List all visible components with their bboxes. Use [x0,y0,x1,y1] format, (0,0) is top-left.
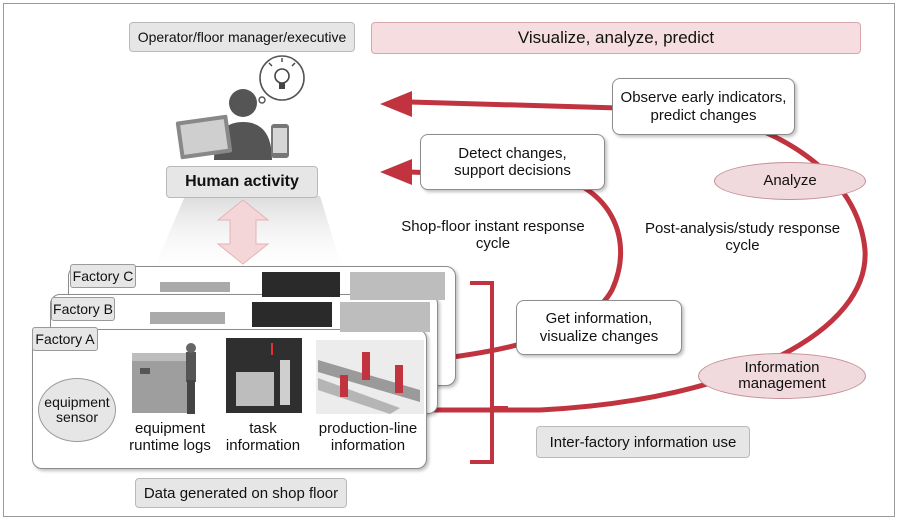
observe-line-2: predict changes [650,106,757,124]
banner-title: Visualize, analyze, predict [371,22,861,54]
production-line-1: production-line [318,420,418,437]
shop-floor-cycle-label: Shop-floor instant response cycle [388,218,598,253]
detect-box: Detect changes, support decisions [420,134,605,190]
shop-floor-line-1: Shop-floor instant response [401,218,585,235]
observe-line-1: Observe early indicators, [620,89,787,107]
double-arrow-icon [216,199,270,265]
equipment-sensor-ellipse: equipment sensor [38,378,116,442]
get-info-line-1: Get information, [545,310,653,328]
roles-label: Operator/floor manager/executive [129,22,355,52]
task-info-label: task information [214,420,312,455]
post-analysis-line-2: cycle [725,237,760,255]
factory-b-tab: Factory B [51,297,115,321]
shop-floor-line-2: cycle [475,235,511,253]
info-mgmt-line-2: management [738,375,826,392]
outer-arrowhead [380,91,412,117]
lightbulb-icon [258,55,305,104]
get-info-line-2: visualize changes [539,327,659,345]
diagram-frame [3,3,895,517]
runtime-line-2: runtime logs [129,437,211,455]
sensor-line-2: sensor [55,409,99,425]
production-line-label: production-line information [306,420,430,455]
task-line-1: task [249,420,277,437]
factory-bracket [470,281,508,464]
equipment-runtime-label: equipment runtime logs [118,420,222,455]
human-activity-label: Human activity [166,166,318,198]
analyze-ellipse: Analyze [714,162,866,200]
get-info-box: Get information, visualize changes [516,300,682,355]
task-line-2: information [225,437,301,455]
info-management-ellipse: Information management [698,353,866,399]
info-mgmt-line-1: Information [744,358,820,376]
person-icon [175,89,289,160]
inner-arrowhead [380,159,412,185]
inter-factory-label: Inter-factory information use [536,426,750,458]
observe-box: Observe early indicators, predict change… [612,78,795,135]
shop-floor-data-label: Data generated on shop floor [135,478,347,508]
factory-c-tab: Factory C [70,264,136,288]
shop-floor-cycle-arrow [409,169,624,363]
post-analysis-line-1: Post-analysis/study response [644,220,841,237]
factory-a-tab: Factory A [32,327,98,351]
post-analysis-cycle-label: Post-analysis/study response cycle [635,220,850,255]
production-line-2: information [330,437,406,455]
runtime-line-1: equipment [134,420,206,437]
detect-line-1: Detect changes, [458,144,567,162]
detect-line-2: support decisions [454,162,571,179]
sensor-line-1: equipment [44,393,110,410]
